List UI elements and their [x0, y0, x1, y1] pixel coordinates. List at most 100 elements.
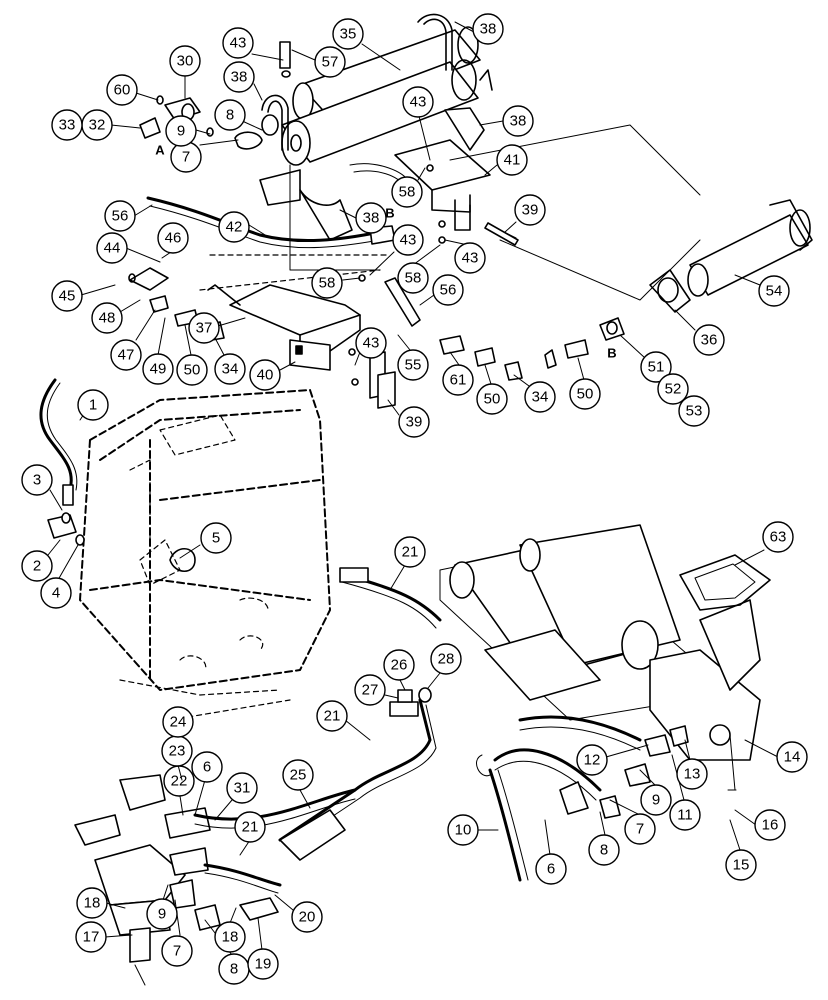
- callout-55: 55: [397, 334, 429, 381]
- remote-cooler-54: [687, 199, 813, 297]
- svg-text:30: 30: [177, 53, 194, 70]
- svg-text:19: 19: [255, 956, 272, 973]
- svg-text:51: 51: [648, 359, 665, 376]
- svg-text:60: 60: [114, 82, 131, 99]
- callout-43e: 43: [354, 327, 387, 366]
- svg-text:38: 38: [363, 210, 380, 227]
- svg-text:11: 11: [677, 807, 693, 824]
- callout-17: 17: [75, 921, 133, 953]
- svg-text:49: 49: [150, 361, 167, 378]
- callout-26: 26: [383, 649, 415, 691]
- svg-text:44: 44: [104, 240, 121, 257]
- svg-text:43: 43: [230, 35, 247, 52]
- svg-text:7: 7: [182, 149, 190, 166]
- callout-24: 24: [162, 706, 194, 738]
- cooler-cylinder-front: [281, 59, 479, 166]
- svg-text:53: 53: [686, 403, 703, 420]
- callout-14: 14: [744, 739, 808, 773]
- svg-text:43: 43: [462, 250, 479, 267]
- svg-text:8: 8: [600, 842, 608, 859]
- svg-text:7: 7: [636, 821, 644, 838]
- svg-text:43: 43: [410, 94, 427, 111]
- svg-text:38: 38: [231, 69, 248, 86]
- callout-31: 31: [214, 772, 258, 821]
- callout-38b: 38: [223, 61, 263, 101]
- svg-text:17: 17: [83, 929, 100, 946]
- callout-56b: 56: [419, 274, 464, 306]
- callout-44: 44: [96, 232, 161, 264]
- svg-text:9: 9: [177, 123, 185, 140]
- callout-6a: 6: [191, 751, 223, 816]
- svg-text:25: 25: [290, 767, 307, 784]
- callout-4: 4: [40, 544, 79, 609]
- svg-text:46: 46: [165, 230, 182, 247]
- svg-text:50: 50: [184, 362, 201, 379]
- callout-39b: 39: [387, 399, 430, 438]
- svg-text:22: 22: [171, 773, 188, 790]
- svg-text:18: 18: [84, 895, 101, 912]
- svg-text:36: 36: [701, 332, 718, 349]
- svg-text:42: 42: [226, 219, 243, 236]
- svg-text:6: 6: [203, 759, 211, 776]
- connection-label-b-right: B: [607, 346, 616, 361]
- svg-text:58: 58: [319, 275, 336, 292]
- cooler-cylinder-rear: [292, 26, 481, 120]
- svg-text:18: 18: [222, 929, 239, 946]
- svg-text:33: 33: [59, 117, 76, 134]
- svg-text:43: 43: [363, 335, 380, 352]
- callout-39a: 39: [504, 194, 546, 233]
- callout-56a: 56: [104, 200, 153, 232]
- svg-text:32: 32: [89, 117, 106, 134]
- svg-text:7: 7: [173, 943, 181, 960]
- callout-45: 45: [51, 280, 116, 312]
- svg-text:58: 58: [399, 184, 416, 201]
- callout-38c: 38: [479, 105, 534, 137]
- svg-text:61: 61: [450, 372, 467, 389]
- svg-text:43: 43: [400, 232, 417, 249]
- callout-21c: 21: [234, 811, 266, 856]
- callout-16: 16: [734, 809, 786, 841]
- callout-53: 53: [678, 395, 710, 427]
- svg-text:56: 56: [112, 208, 129, 225]
- svg-text:31: 31: [234, 780, 251, 797]
- callout-28: 28: [427, 643, 462, 689]
- callout-markers: 1 2 3 4 5 6 6 7 7 7 8 8 8 9 9 9 10 11 12…: [21, 13, 808, 985]
- callout-43d: 43: [369, 224, 424, 276]
- svg-text:39: 39: [522, 202, 539, 219]
- callout-61: 61: [442, 351, 474, 396]
- svg-text:34: 34: [222, 361, 239, 378]
- callout-40: 40: [249, 359, 296, 391]
- svg-text:5: 5: [212, 530, 220, 547]
- callout-32: 32: [81, 109, 141, 141]
- callout-33: 33: [51, 109, 83, 141]
- callout-10: 10: [447, 814, 499, 846]
- callout-46: 46: [157, 222, 189, 259]
- callout-8b: 8: [588, 811, 620, 866]
- svg-text:26: 26: [391, 657, 408, 674]
- callout-15: 15: [725, 819, 757, 881]
- callout-49: 49: [142, 317, 174, 385]
- svg-text:24: 24: [170, 714, 187, 731]
- gasket-63: [679, 554, 771, 611]
- svg-text:13: 13: [684, 766, 701, 783]
- callout-2: 2: [21, 539, 61, 582]
- svg-text:21: 21: [324, 708, 341, 725]
- svg-text:35: 35: [340, 26, 357, 43]
- svg-text:12: 12: [584, 752, 601, 769]
- callout-30: 30: [169, 45, 201, 99]
- clamp-36: [649, 269, 691, 313]
- callout-9a: 9: [165, 115, 211, 147]
- svg-text:8: 8: [226, 107, 234, 124]
- callout-48: 48: [91, 299, 141, 334]
- callout-50b: 50: [476, 364, 508, 415]
- callout-5: 5: [179, 522, 232, 559]
- connection-lines-top: [199, 124, 701, 301]
- callout-6b: 6: [535, 819, 567, 885]
- svg-text:21: 21: [402, 544, 419, 561]
- svg-text:10: 10: [455, 822, 472, 839]
- svg-text:1: 1: [89, 397, 97, 414]
- callout-7c: 7: [161, 899, 193, 967]
- callout-11: 11: [669, 754, 701, 831]
- callout-35: 35: [332, 18, 401, 71]
